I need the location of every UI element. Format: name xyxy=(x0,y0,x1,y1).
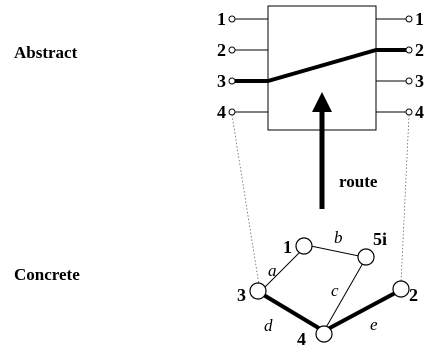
route-arrow-head xyxy=(312,92,332,112)
right-port-label-2: 2 xyxy=(415,40,424,60)
edge-e-label: e xyxy=(370,315,378,334)
left-port-label-3: 3 xyxy=(217,71,226,91)
edge-a-label: a xyxy=(268,261,277,280)
right-port-label-1: 1 xyxy=(415,9,424,29)
right-port-circle-4 xyxy=(405,108,413,116)
right-port-circle-2 xyxy=(405,46,413,54)
route-label: route xyxy=(339,172,378,191)
node-1-label: 1 xyxy=(283,237,292,257)
projection-line-left xyxy=(231,114,260,286)
right-port-circle-3 xyxy=(405,77,413,85)
node-4-label: 4 xyxy=(297,329,306,347)
edge-b-label: b xyxy=(334,228,343,247)
node-4 xyxy=(315,325,333,343)
edge-d-label: d xyxy=(264,316,273,335)
node-3 xyxy=(249,282,267,300)
abstract-route-line xyxy=(267,48,377,83)
node-2-label: 2 xyxy=(409,285,418,305)
abstract-label: Abstract xyxy=(14,43,78,62)
node-5i xyxy=(357,248,375,266)
left-port-label-1: 1 xyxy=(217,9,226,29)
edge-d-line xyxy=(260,292,324,332)
concrete-label: Concrete xyxy=(14,265,80,284)
edge-c-line xyxy=(323,262,364,332)
edge-b-line xyxy=(305,244,360,257)
left-port-circle-3 xyxy=(228,77,236,85)
projection-line-right xyxy=(400,114,410,284)
edge-c-label: c xyxy=(331,281,339,300)
edge-e-line xyxy=(325,290,398,332)
right-port-label-3: 3 xyxy=(415,71,424,91)
right-port-circle-1 xyxy=(405,15,413,23)
left-port-label-4: 4 xyxy=(217,102,226,122)
node-3-label: 3 xyxy=(237,285,246,305)
right-port-label-4: 4 xyxy=(415,102,424,122)
left-port-circle-2 xyxy=(228,46,236,54)
node-2 xyxy=(392,280,410,298)
left-port-circle-4 xyxy=(228,108,236,116)
left-port-label-2: 2 xyxy=(217,40,226,60)
node-1 xyxy=(295,237,313,255)
left-port-circle-1 xyxy=(228,15,236,23)
node-5i-label: 5i xyxy=(373,229,387,249)
edge-a-line xyxy=(261,251,301,291)
